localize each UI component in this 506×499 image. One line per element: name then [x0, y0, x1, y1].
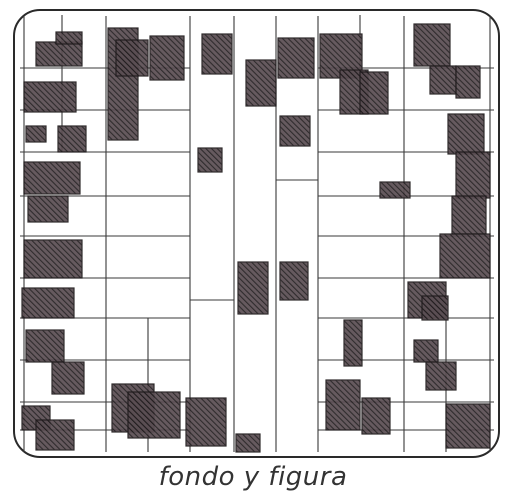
- building-block: [56, 32, 82, 44]
- building-block: [452, 196, 486, 234]
- building-block: [238, 262, 268, 314]
- building-block: [456, 66, 480, 98]
- building-block: [440, 234, 490, 278]
- building-block: [236, 434, 260, 452]
- building-block: [198, 148, 222, 172]
- building-block: [362, 398, 390, 434]
- figure-ground-sketch: [0, 0, 506, 460]
- building-block: [128, 392, 180, 438]
- building-block: [414, 340, 438, 362]
- building-block: [22, 288, 74, 318]
- building-block: [28, 196, 68, 222]
- building-block: [246, 60, 276, 106]
- building-block: [280, 116, 310, 146]
- building-block: [422, 296, 448, 320]
- building-block: [280, 262, 308, 300]
- building-block: [456, 152, 490, 198]
- building-block: [326, 380, 360, 430]
- building-block: [278, 38, 314, 78]
- building-block: [26, 330, 64, 362]
- building-block: [360, 72, 388, 114]
- building-block: [36, 42, 82, 66]
- building-blocks: [22, 24, 490, 452]
- building-block: [426, 362, 456, 390]
- building-block: [448, 114, 484, 154]
- building-block: [344, 320, 362, 366]
- building-block: [380, 182, 410, 198]
- building-block: [58, 126, 86, 152]
- building-block: [36, 420, 74, 450]
- building-block: [414, 24, 450, 66]
- building-block: [26, 126, 46, 142]
- building-block: [24, 240, 82, 278]
- building-block: [446, 404, 490, 448]
- building-block: [24, 162, 80, 194]
- figure-caption: fondo y figura: [0, 462, 506, 496]
- building-block: [24, 82, 76, 112]
- building-block: [430, 66, 456, 94]
- building-block: [186, 398, 226, 446]
- building-block: [52, 362, 84, 394]
- building-block: [150, 36, 184, 80]
- building-block: [202, 34, 232, 74]
- building-block: [116, 40, 148, 76]
